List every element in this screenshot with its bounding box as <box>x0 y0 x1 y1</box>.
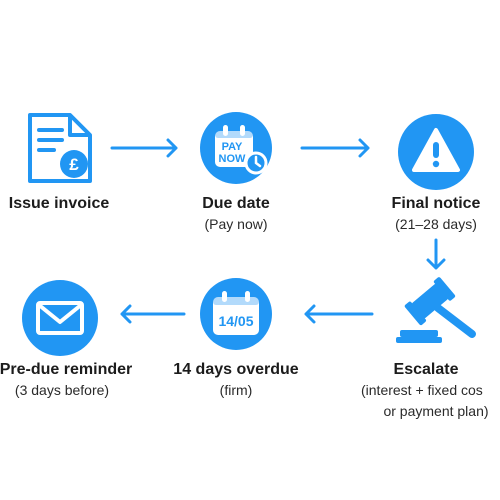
step-title: Escalate <box>393 361 459 378</box>
step-title: 14 days overdue <box>173 361 299 378</box>
svg-text:14/05: 14/05 <box>218 313 253 329</box>
arrow-left-2 <box>120 304 186 324</box>
svg-text:NOW: NOW <box>219 153 247 165</box>
step-title: Pre-due reminder <box>0 361 133 378</box>
step-title: Due date <box>202 195 270 212</box>
step-subtitle-line2: or payment plan) <box>383 403 489 419</box>
step-subtitle: (Pay now) <box>204 216 268 232</box>
step-subtitle: (3 days before) <box>14 382 110 398</box>
svg-text:PAY: PAY <box>222 141 243 153</box>
arrow-left-1 <box>304 304 374 324</box>
arrow-right-2 <box>300 138 370 158</box>
calendar-date-icon: 14/05 <box>200 278 272 350</box>
invoice-pound-icon: £ <box>24 112 94 184</box>
step-subtitle: (21–28 days) <box>395 216 477 232</box>
arrow-down <box>426 238 446 270</box>
gavel-icon <box>396 277 476 344</box>
arrow-right-1 <box>110 138 178 158</box>
envelope-icon <box>20 278 100 358</box>
step-title: Final notice <box>391 195 481 212</box>
calendar-pay-now-icon: PAY NOW <box>200 112 272 184</box>
warning-icon <box>396 112 476 192</box>
step-title: Issue invoice <box>8 195 110 212</box>
pound-symbol: £ <box>69 155 79 174</box>
step-subtitle: (firm) <box>219 382 253 398</box>
step-subtitle: (interest + fixed cos <box>361 382 483 398</box>
